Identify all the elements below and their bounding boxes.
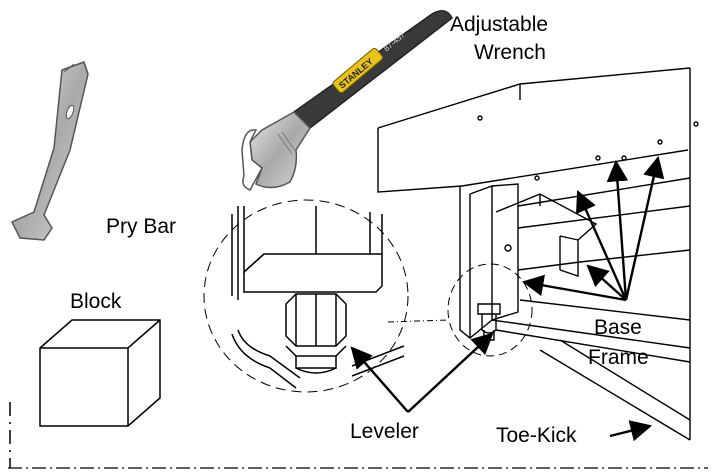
base-frame-label-line2: Frame <box>588 346 649 369</box>
block-illustration <box>39 319 161 427</box>
leveler-callout-circle <box>447 263 533 357</box>
leveler-detail-drawing <box>231 206 405 389</box>
magnifier-connector <box>387 319 449 323</box>
wrench-brand-band <box>332 47 384 94</box>
wrench-label-line1: Adjustable <box>450 13 548 36</box>
pry-bar-label: Pry Bar <box>106 215 176 238</box>
leveler-detail-circle <box>203 199 409 393</box>
base-frame-label-line1: Base <box>594 316 642 339</box>
annotation-arrows <box>350 155 665 442</box>
block-label: Block <box>70 290 122 313</box>
pry-bar-illustration <box>10 61 89 241</box>
toe-kick-label: Toe-Kick <box>496 424 577 447</box>
leveler-label: Leveler <box>350 420 419 443</box>
adjustable-wrench-illustration: STANLEY 87-457 <box>241 10 453 191</box>
wrench-label-line2: Wrench <box>474 41 546 64</box>
cabinet-drawing <box>377 67 699 441</box>
